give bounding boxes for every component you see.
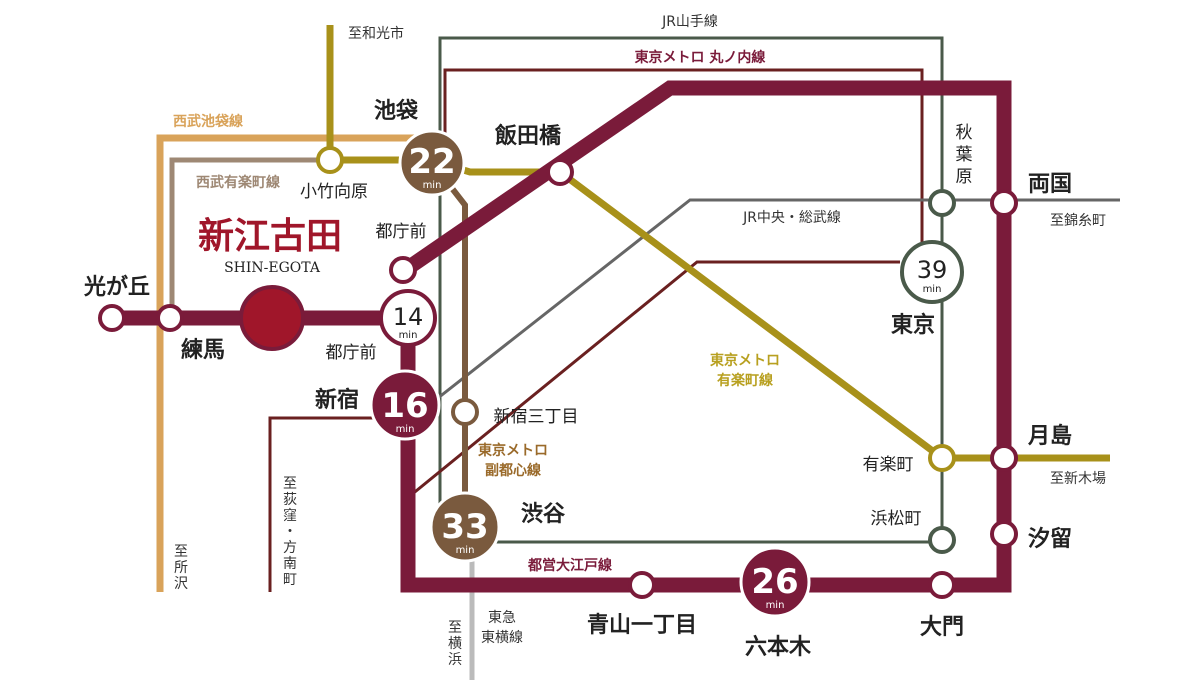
station-dot-kotakemukaihara	[316, 146, 344, 174]
dest-tokorozawa-1: 所	[174, 560, 188, 576]
time-bubble-shinjuku: 16 min	[369, 369, 441, 441]
station-dot-daimon	[928, 571, 956, 599]
label-shiodome: 汐留	[1028, 526, 1072, 552]
label-tokyo: 東京	[891, 312, 935, 338]
label-hikarigaoka: 光が丘	[83, 274, 150, 300]
svg-text:39: 39	[917, 256, 948, 284]
label-aoyama-itchome: 青山一丁目	[587, 612, 697, 638]
time-bubble-tochomae: 14 min	[379, 289, 437, 347]
dest-ogikubo-5: 南	[283, 556, 297, 572]
station-dot-shinjuku-sanchome	[451, 398, 479, 426]
station-dot-iidabashi	[546, 158, 574, 186]
label-yurakucho: 有楽町	[863, 455, 914, 475]
dest-tokorozawa-0: 至	[174, 544, 188, 560]
time-bubble-shibuya: 33 min	[429, 491, 501, 563]
line-label-marunouchi: 東京メトロ 丸ノ内線	[635, 49, 766, 66]
svg-text:min: min	[456, 545, 475, 556]
station-dot-yurakucho	[928, 444, 956, 472]
label-ikebukuro: 池袋	[374, 98, 419, 124]
dest-yokohama-1: 横	[448, 636, 462, 652]
station-dot-akihabara	[928, 189, 956, 217]
station-dot-hikarigaoka	[98, 304, 126, 332]
svg-text:min: min	[923, 284, 942, 295]
hero-station-name: 新江古田	[198, 215, 342, 257]
line-label-fukutoshin-2: 副都心線	[485, 462, 541, 479]
jr-chuo-sobu-line	[409, 198, 1120, 422]
label-nerima: 練馬	[181, 337, 225, 363]
station-dot-nerima	[156, 304, 184, 332]
station-dot-shiodome	[990, 520, 1018, 548]
time-bubble-tokyo: 39 min	[900, 240, 964, 304]
label-shinjuku: 新宿	[315, 387, 359, 413]
label-iidabashi: 飯田橋	[494, 123, 562, 149]
svg-text:min: min	[399, 330, 418, 341]
dest-yokohama-2: 浜	[448, 652, 462, 668]
station-dot-tsukishima	[990, 444, 1018, 472]
line-label-tokyu-1: 東急	[488, 610, 516, 626]
line-label-oedo: 都営大江戸線	[527, 557, 612, 574]
dest-kinshicho: 至錦糸町	[1050, 212, 1106, 229]
dest-shinkiba: 至新木場	[1050, 471, 1106, 487]
dest-yokohama-0: 至	[448, 620, 462, 636]
label-hamamatsucho: 浜松町	[871, 509, 922, 529]
svg-text:16: 16	[381, 386, 428, 426]
label-roppongi: 六本木	[745, 634, 812, 660]
label-akihabara-1: 葉	[956, 145, 973, 165]
seibu-ikebukuro-line	[156, 134, 425, 592]
station-dot-tochomae-upper	[389, 256, 417, 284]
label-daimon: 大門	[920, 614, 964, 640]
dest-tokorozawa-2: 沢	[174, 576, 188, 592]
dest-ogikubo-0: 至	[283, 476, 297, 492]
line-label-chuo-sobu: JR中央・総武線	[742, 210, 841, 226]
svg-text:22: 22	[408, 142, 455, 182]
station-markers	[98, 146, 1018, 599]
label-tsukishima: 月島	[1027, 423, 1072, 449]
label-akihabara-2: 原	[956, 167, 973, 187]
label-tochomae-lower: 都庁前	[326, 343, 377, 363]
dest-ogikubo-1: 荻	[283, 492, 297, 508]
label-ryogoku: 両国	[1028, 171, 1072, 197]
hero-station-romaji: SHIN-EGOTA	[224, 260, 321, 276]
label-shinjuku-sanchome: 新宿三丁目	[494, 407, 579, 427]
line-label-seibu-ikebukuro: 西武池袋線	[173, 113, 243, 130]
dest-ogikubo-4: 方	[283, 540, 297, 556]
svg-text:min: min	[423, 180, 442, 191]
line-label-yurakucho-1: 東京メトロ	[710, 352, 780, 369]
label-tochomae-upper: 都庁前	[376, 222, 427, 242]
dest-ogikubo-3: ・	[283, 524, 297, 540]
svg-text:min: min	[766, 600, 785, 611]
label-shibuya: 渋谷	[521, 501, 566, 527]
dest-wako: 至和光市	[348, 25, 404, 42]
station-dot-ryogoku	[990, 189, 1018, 217]
line-label-yurakucho-2: 有楽町線	[717, 372, 773, 389]
jr-yamanote-line	[438, 36, 944, 545]
line-label-seibu-yurakucho: 西武有楽町線	[196, 174, 280, 191]
svg-text:33: 33	[441, 507, 488, 547]
svg-text:14: 14	[393, 303, 424, 331]
dest-ogikubo-6: 町	[283, 572, 297, 588]
label-akihabara-0: 秋	[956, 123, 973, 143]
station-dot-hamamatsucho	[928, 526, 956, 554]
svg-text:min: min	[396, 424, 415, 435]
time-bubble-roppongi: 26 min	[739, 546, 811, 618]
dest-ogikubo-2: 窪	[283, 507, 297, 524]
marunouchi-line	[268, 68, 924, 592]
svg-text:26: 26	[751, 562, 798, 602]
line-label-fukutoshin-1: 東京メトロ	[478, 442, 548, 459]
seibu-yurakucho-line	[169, 157, 330, 318]
hero-station-marker	[239, 285, 305, 351]
label-kotakemukaihara: 小竹向原	[300, 182, 368, 202]
time-bubble-ikebukuro: 22 min	[398, 129, 466, 197]
station-dot-aoyama-itchome	[628, 571, 656, 599]
line-label-tokyu-2: 東横線	[481, 630, 523, 646]
line-label-yamanote: JR山手線	[661, 14, 718, 30]
